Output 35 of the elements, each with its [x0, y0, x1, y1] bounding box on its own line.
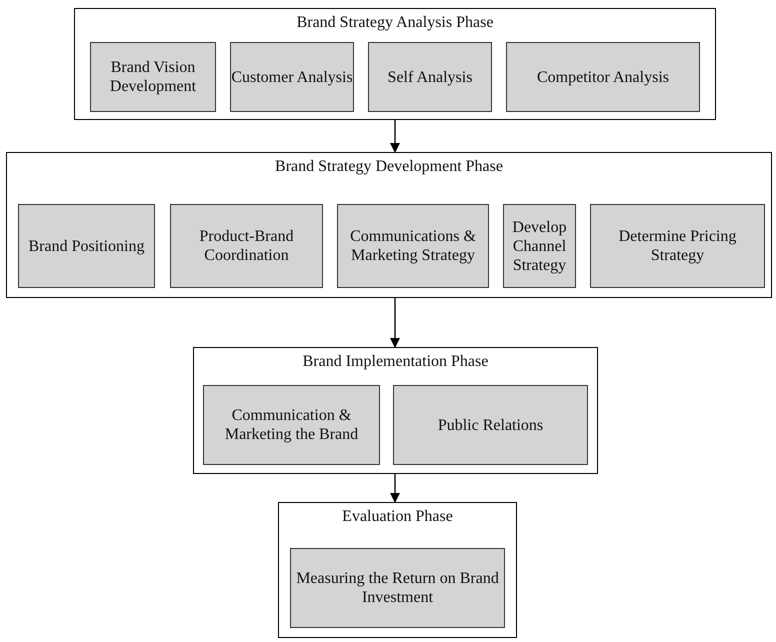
- step-label: Competitor Analysis: [537, 68, 669, 86]
- step-box: [337, 204, 489, 288]
- arrow: [390, 474, 400, 503]
- step-box: [368, 42, 492, 112]
- step-box: [170, 204, 323, 288]
- arrow: [390, 298, 400, 348]
- step-label: Determine Pricing Strategy: [618, 227, 738, 265]
- step-label: Communications & Marketing Strategy: [349, 227, 477, 265]
- step-label: Communication & Marketing the Brand: [224, 406, 360, 444]
- step-box: [506, 42, 700, 112]
- step-label: Public Relations: [438, 416, 544, 434]
- phase-box: [278, 502, 517, 638]
- step-label: Measuring the Return on Brand Investment: [295, 569, 500, 607]
- phase-box: [74, 8, 716, 120]
- step-box: [203, 385, 380, 465]
- phase-box: [193, 347, 598, 474]
- phase-box: [6, 152, 772, 298]
- phase-title: Brand Strategy Development Phase: [274, 157, 504, 176]
- step-box: [590, 204, 765, 288]
- step-box: [230, 42, 354, 112]
- step-box: [503, 204, 576, 288]
- step-label: Brand Positioning: [28, 236, 144, 256]
- step-label: Brand Vision Development: [108, 58, 198, 96]
- phase-title: Brand Implementation Phase: [302, 352, 490, 371]
- step-label: Self Analysis: [388, 68, 472, 86]
- phase-title: Brand Strategy Analysis Phase: [296, 13, 494, 32]
- step-box: [18, 204, 155, 288]
- step-box: [393, 385, 588, 465]
- step-label: Develop Channel Strategy: [511, 218, 568, 274]
- arrow: [390, 120, 400, 153]
- step-box: [90, 42, 216, 112]
- step-box: [290, 548, 505, 628]
- step-label: Customer Analysis: [231, 68, 353, 86]
- step-label: Product-Brand Coordination: [198, 227, 295, 265]
- phase-title: Evaluation Phase: [341, 507, 454, 526]
